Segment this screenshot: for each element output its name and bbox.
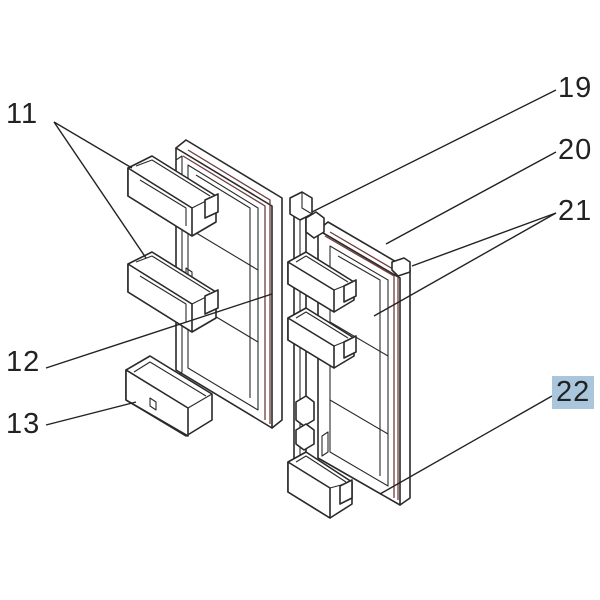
right-door-bin-bottom	[287, 451, 353, 519]
right-door-bin-middle	[287, 307, 357, 369]
callout-12: 12	[6, 346, 41, 378]
callout-19: 19	[558, 72, 593, 104]
callout-21: 21	[558, 195, 593, 227]
left-door-bin-bottom	[125, 355, 213, 437]
callout-22-highlighted[interactable]: 22	[552, 376, 595, 409]
leader-22	[379, 395, 553, 495]
leader-11a	[53, 121, 133, 169]
leader-12	[45, 293, 273, 369]
leader-13	[45, 401, 137, 426]
left-door-bin-top	[127, 155, 219, 237]
leader-21a	[411, 212, 557, 267]
leader-21b	[373, 212, 557, 317]
right-door-bin-top	[287, 251, 357, 313]
leader-11b	[53, 121, 147, 259]
callout-20: 20	[558, 134, 593, 166]
leader-lines	[45, 89, 557, 495]
left-door-bin-middle	[127, 251, 219, 333]
callout-13: 13	[6, 408, 41, 440]
leader-19	[311, 89, 557, 213]
callout-11: 11	[6, 98, 39, 130]
leader-20	[385, 151, 557, 245]
